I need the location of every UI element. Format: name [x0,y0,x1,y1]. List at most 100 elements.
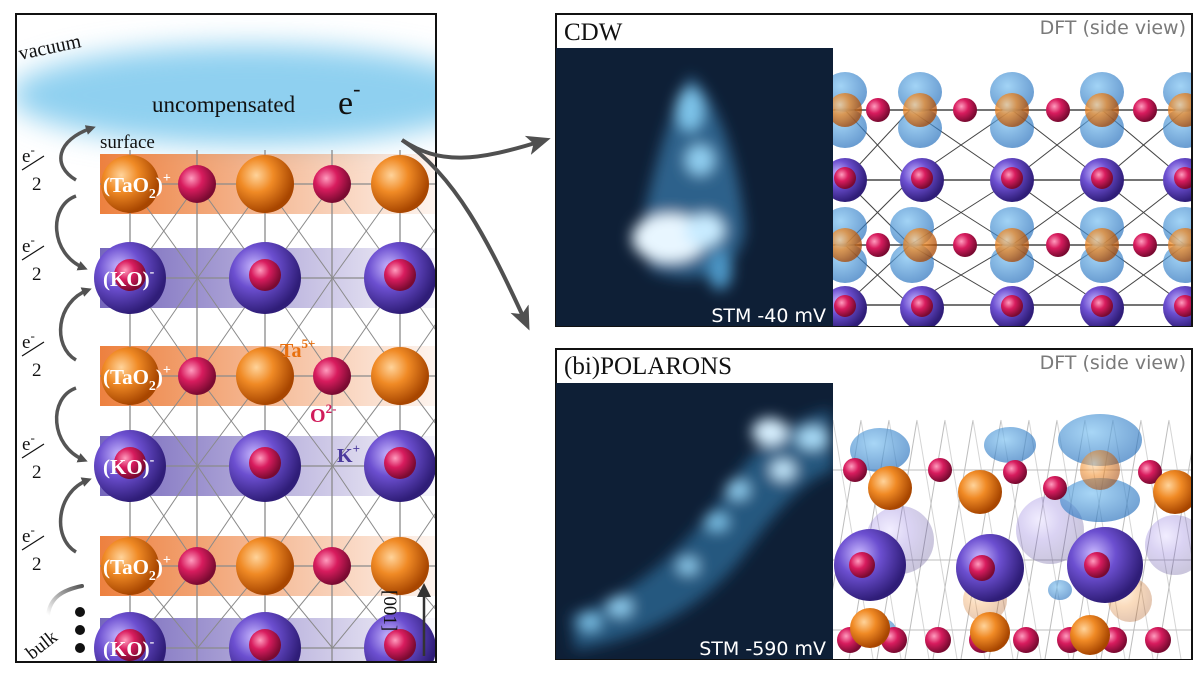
o-atom [911,295,933,317]
layer-label: (KO)- [103,265,155,291]
o-atom [178,165,216,203]
o-atom [1001,167,1023,189]
o-atom [1091,295,1113,317]
surface-label: surface [100,132,155,153]
o-atom [1133,98,1157,122]
transfer-fraction-bar [21,535,45,551]
o-ion-label: O2- [310,401,336,427]
layer-label: (TaO2)+ [103,171,171,202]
ta-atom [371,347,429,405]
o-atom [866,233,890,257]
o-atom [384,447,416,479]
ta-atom [1168,93,1191,127]
cdw-atoms [833,72,1191,326]
left-slab-panel: vacuum uncompensated e- surface (TaO2)+(… [15,13,437,664]
charge-transfer-arrow [54,386,88,463]
bulk-dot [75,607,85,617]
cdw-stm-image [556,48,834,326]
vacuum-label: vacuum [16,30,83,65]
transfer-denominator: 2 [32,174,42,195]
dft-bond-line [932,419,974,659]
o-atom [1174,167,1191,189]
transfer-fraction-bar [21,341,45,357]
electron-label: e- [338,76,360,122]
layer-label: (KO)- [103,453,155,479]
polaron-density-lobe [984,427,1036,463]
k-atom [1145,515,1191,575]
polaron-panel: (bi)POLARONS DFT (side view) STM -590 mV [555,348,1193,660]
cdw-panel: CDW DFT (side view) STM -40 mV [555,13,1193,327]
o-atom [1046,98,1070,122]
layer-label: (KO)- [103,635,155,661]
o-atom [834,167,856,189]
layer-labels: (TaO2)+(KO)-(TaO2)+(KO)-(TaO2)+(KO)- [103,171,171,661]
vacuum-cloud [16,45,436,145]
ta-atom [236,347,294,405]
o-atom [834,295,856,317]
o-atom [114,259,146,291]
o-atom [843,458,867,482]
ta-atom [101,155,159,213]
ta-atom [236,537,294,595]
transfer-numerator: e- [22,522,35,547]
o-atom [1013,627,1039,653]
o-atom [1001,295,1023,317]
polaron-stm-image [556,383,834,659]
ta-atom [1070,615,1110,655]
ta-atom [1080,450,1120,490]
ta-atom [1153,470,1191,514]
charge-transfer-arrow [58,287,92,362]
ta-atom [958,470,1002,514]
transfer-numerator: e- [22,430,35,455]
o-atom [178,547,216,585]
o-atom [1138,460,1162,484]
o-atom [928,458,952,482]
transfer-denominator: 2 [32,462,42,483]
ta-atom [868,466,912,510]
o-atom [249,447,281,479]
bulk-arrow [46,584,84,617]
ta-atom [101,537,159,595]
transfer-fraction-bar [21,155,45,171]
transfer-denominator: 2 [32,554,42,575]
ta-atom [236,155,294,213]
ta-atom [371,537,429,595]
o-atom [953,233,977,257]
bulk-dot [75,625,85,635]
o-atom [1084,552,1110,578]
o-atom [911,167,933,189]
o-atom [114,447,146,479]
charge-transfer-arrow [58,477,92,554]
o-atom [1145,627,1171,653]
ta-atom [1168,228,1191,262]
transfer-fraction-bar [21,443,45,459]
o-atom [953,98,977,122]
o-atom [178,357,216,395]
ta-atom [371,155,429,213]
cdw-title: CDW [564,19,623,46]
cdw-dft-label: DFT (side view) [1040,17,1186,39]
o-atom [925,627,951,653]
o-atom [1133,233,1157,257]
transfer-numerator: e- [22,232,35,257]
o-atom [384,259,416,291]
ta-atom [970,612,1010,652]
polaron-dft-image [833,383,1191,659]
direction-label: [001] [379,590,400,631]
dft-bond-line [916,419,958,659]
ta-ion-label: Ta5+ [280,336,315,362]
o-atom [313,547,351,585]
left-panel-frame [15,13,437,663]
transfer-fraction-bar [21,245,45,261]
ta-atom [101,347,159,405]
o-atom [313,165,351,203]
o-atom [1043,476,1067,500]
o-atom [249,259,281,291]
o-atom [1046,233,1070,257]
ta-atom [1085,93,1119,127]
polaron-density-lobe [1058,414,1142,466]
ta-atom [1085,228,1119,262]
o-atom [114,629,146,661]
ta-atom [903,228,937,262]
